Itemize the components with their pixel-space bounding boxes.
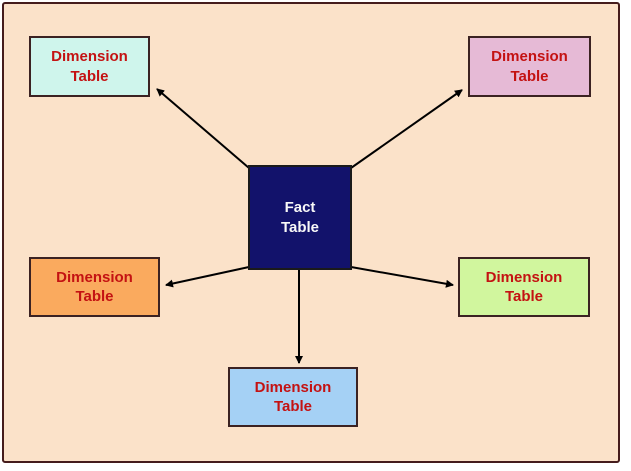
node-label: Dimension Table xyxy=(485,268,563,306)
node-dimension-table-right: Dimension Table xyxy=(458,257,590,317)
node-fact-table: Fact Table xyxy=(248,165,352,270)
node-label: Dimension Table xyxy=(254,378,332,416)
diagram-canvas: Dimension Table Dimension Table Fact Tab… xyxy=(2,2,620,463)
arrow-fact-to-dim-top-right xyxy=(350,89,463,169)
node-label: Fact Table xyxy=(280,199,320,236)
arrow-fact-to-dim-right xyxy=(350,266,454,288)
arrow-fact-to-dim-left xyxy=(165,266,250,288)
node-dimension-table-top-right: Dimension Table xyxy=(468,36,591,97)
node-label: Dimension Table xyxy=(51,48,128,85)
node-dimension-table-left: Dimension Table xyxy=(29,257,160,317)
node-dimension-table-top-left: Dimension Table xyxy=(29,36,150,97)
node-dimension-table-bottom: Dimension Table xyxy=(228,367,358,427)
arrow-fact-to-dim-top-left xyxy=(156,88,250,169)
node-label: Dimension Table xyxy=(491,48,568,85)
node-label: Dimension Table xyxy=(56,268,133,306)
